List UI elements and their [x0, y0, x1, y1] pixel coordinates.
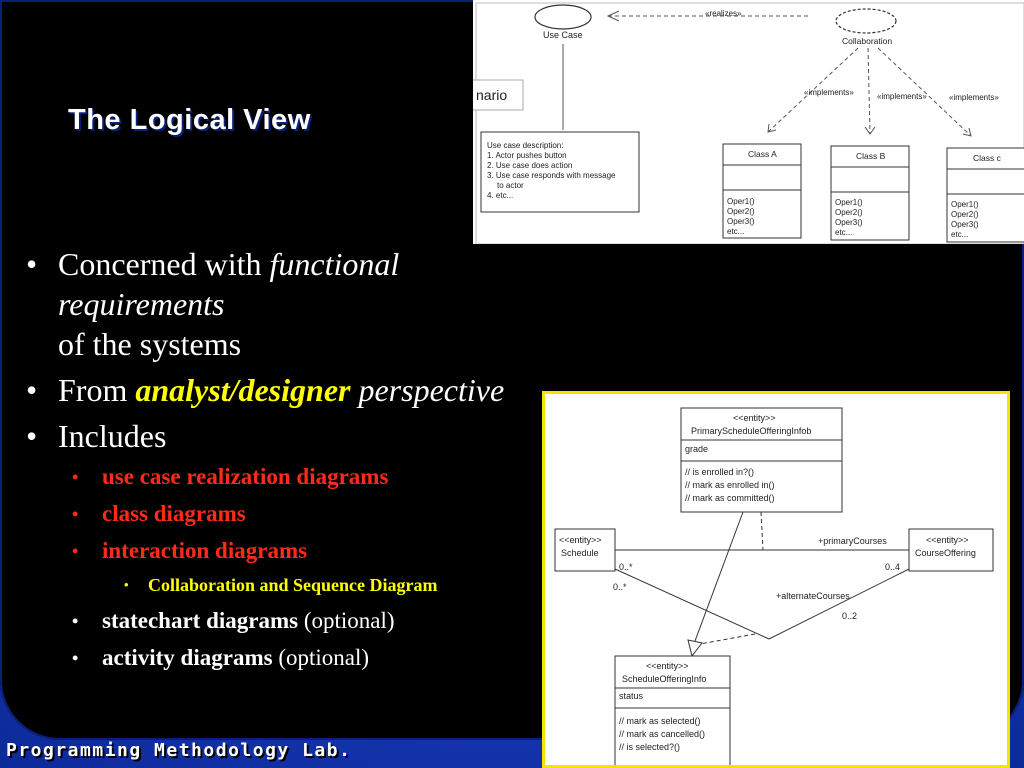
sub-bullet-note: (optional) [272, 645, 370, 670]
schedule-offering-info-box: <<entity>> ScheduleOfferingInfo status /… [614, 655, 731, 765]
scenario-label: nario [476, 87, 507, 103]
svg-text:CourseOffering: CourseOffering [915, 548, 976, 558]
sub-bullet-interaction-diagrams: interaction diagrams [22, 536, 522, 566]
scenario-note [473, 79, 524, 111]
slide-title: The Logical View [68, 104, 311, 136]
alternate-courses-label: +alternateCourses [776, 591, 850, 601]
course-offering-box: <<entity>> CourseOffering [908, 528, 994, 572]
svg-text:status: status [619, 691, 644, 701]
use-case-realization-figure: Use Case «realizes» Collaboration «imple… [473, 0, 1024, 244]
use-case-realization-svg: Use Case «realizes» Collaboration «imple… [473, 2, 1024, 244]
desc-line-4: to actor [497, 181, 524, 190]
svg-text:Schedule: Schedule [561, 548, 599, 558]
primary-schedule-offering-box: <<entity>> PrimaryScheduleOfferingInfob … [680, 407, 843, 513]
svg-text:Oper1(): Oper1() [727, 197, 755, 206]
svg-text:Class c: Class c [973, 153, 1002, 163]
svg-text:// mark as selected(): // mark as selected() [619, 716, 701, 726]
sub-bullet-statechart: statechart diagrams (optional) [22, 606, 522, 636]
bullet-highlight: analyst/designer [135, 372, 351, 408]
bullet-list: Concerned with functional requirements o… [22, 244, 522, 680]
bullet-functional: Concerned with functional requirements o… [22, 244, 522, 364]
svg-text:Oper1(): Oper1() [951, 200, 979, 209]
sub-bullet-class-diagrams: class diagrams [22, 499, 522, 529]
use-case-ellipse [534, 4, 592, 30]
collaboration-label: Collaboration [842, 36, 892, 46]
desc-line-2: 2. Use case does action [487, 161, 572, 170]
svg-text:<<entity>>: <<entity>> [646, 661, 689, 671]
svg-text:Oper3(): Oper3() [727, 217, 755, 226]
bullet-text: From [58, 372, 136, 408]
use-case-label: Use Case [543, 30, 583, 40]
svg-text:etc...: etc... [951, 230, 968, 239]
bullet-text: Concerned with [58, 246, 270, 282]
svg-text:<<entity>>: <<entity>> [733, 413, 776, 423]
svg-text:PrimaryScheduleOfferingInfob: PrimaryScheduleOfferingInfob [691, 426, 811, 436]
svg-text:etc...: etc... [835, 228, 852, 237]
svg-text:Class A: Class A [748, 149, 777, 159]
class-diagram-figure: <<entity>> PrimaryScheduleOfferingInfob … [542, 391, 1010, 768]
realizes-label: «realizes» [705, 9, 742, 18]
desc-line-5: 4. etc... [487, 191, 513, 200]
sub-bullet-text: use case realization diagrams [102, 464, 389, 489]
implements-label-a: «implements» [804, 88, 854, 97]
class-a-box: Class A Oper1() Oper2() Oper3() etc... [722, 143, 802, 239]
subsub-bullet-text: Collaboration and Sequence Diagram [148, 575, 438, 595]
svg-text:Oper2(): Oper2() [835, 208, 863, 217]
sub-bullet-activity: activity diagrams (optional) [22, 643, 522, 673]
multiplicity-schedule-alternate: 0..* [613, 582, 627, 592]
schedule-box: <<entity>> Schedule [554, 528, 616, 572]
svg-text:// mark as committed(): // mark as committed() [685, 493, 775, 503]
svg-text:<<entity>>: <<entity>> [559, 535, 602, 545]
svg-text:Class B: Class B [856, 151, 886, 161]
svg-text:Oper2(): Oper2() [951, 210, 979, 219]
bullet-continuation: of the systems [58, 326, 242, 362]
svg-text:// is selected?(): // is selected?() [619, 742, 680, 752]
svg-text:<<entity>>: <<entity>> [926, 535, 969, 545]
primary-courses-label: +primaryCourses [818, 536, 887, 546]
sub-bullet-text: statechart diagrams [102, 608, 299, 633]
svg-text:grade: grade [685, 444, 708, 454]
svg-text:// is enrolled in?(): // is enrolled in?() [685, 467, 754, 477]
svg-text:// mark as cancelled(): // mark as cancelled() [619, 729, 705, 739]
sub-bullet-text: activity diagrams [102, 645, 273, 670]
sub-bullet-use-case-realization: use case realization diagrams [22, 462, 522, 492]
sub-bullet-note: (optional) [298, 608, 395, 633]
bullet-text: Includes [58, 418, 167, 454]
desc-line-1: 1. Actor pushes button [487, 151, 567, 160]
collaboration-ellipse [835, 8, 897, 34]
multiplicity-course-alternate: 0..2 [842, 611, 857, 621]
class-b-box: Class B Oper1() Oper2() Oper3() etc... [830, 145, 910, 241]
class-c-box: Class c Oper1() Oper2() Oper3() etc... [946, 147, 1024, 243]
footer-lab-name: Programming Methodology Lab. [6, 740, 352, 761]
sub-bullet-text: interaction diagrams [102, 538, 308, 563]
svg-text:Oper2(): Oper2() [727, 207, 755, 216]
sub-bullet-text: class diagrams [102, 501, 246, 526]
class-diagram-svg: <<entity>> PrimaryScheduleOfferingInfob … [554, 407, 994, 765]
svg-text:ScheduleOfferingInfo: ScheduleOfferingInfo [622, 674, 706, 684]
svg-text:etc...: etc... [727, 227, 744, 236]
implements-label-b: «implements» [877, 92, 927, 101]
bullet-perspective: From analyst/designer perspective [22, 370, 522, 410]
multiplicity-schedule-primary: 0..* [619, 562, 633, 572]
multiplicity-course-primary: 0..4 [885, 562, 900, 572]
bullet-emphasis: perspective [350, 372, 505, 408]
bullet-includes: Includes [22, 416, 522, 456]
subsub-bullet-collaboration: Collaboration and Sequence Diagram [22, 573, 522, 597]
svg-text:// mark as enrolled in(): // mark as enrolled in() [685, 480, 775, 490]
use-case-description-note [480, 131, 640, 213]
implements-label-c: «implements» [949, 93, 999, 102]
desc-line-0: Use case description: [487, 141, 563, 150]
svg-text:Oper1(): Oper1() [835, 198, 863, 207]
bullet-emphasis: functional requirements [58, 246, 400, 322]
svg-text:Oper3(): Oper3() [951, 220, 979, 229]
desc-line-3: 3. Use case responds with message [487, 171, 616, 180]
svg-text:Oper3(): Oper3() [835, 218, 863, 227]
